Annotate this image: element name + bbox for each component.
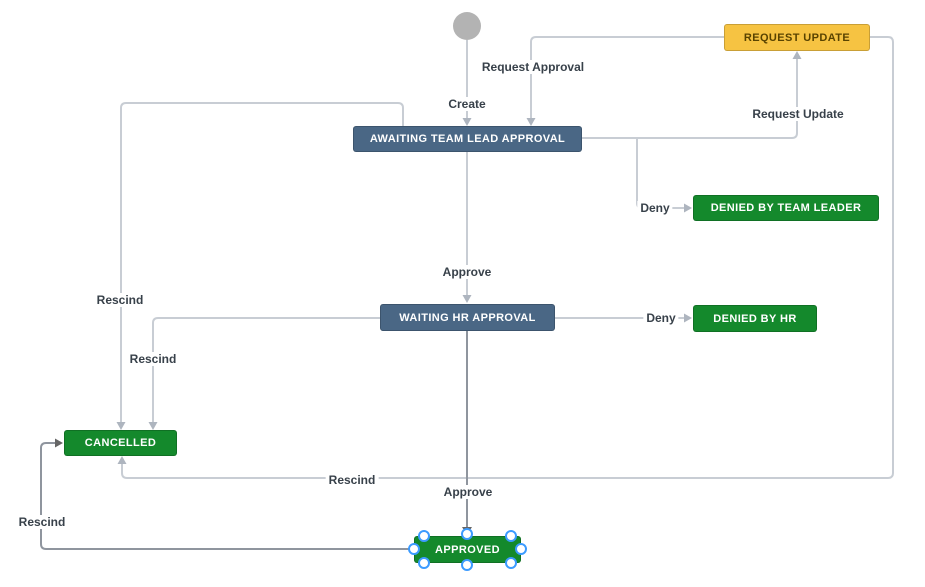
node-waiting-hr-approval[interactable]: WAITING HR APPROVAL: [380, 304, 555, 331]
selection-handle-top-left[interactable]: [418, 530, 430, 542]
node-denied-by-hr[interactable]: DENIED BY HR: [693, 305, 817, 332]
transition-label-rescind-from-hr[interactable]: Rescind: [126, 352, 180, 366]
selection-handle-bottom-mid[interactable]: [461, 559, 473, 571]
transition-label-approve-to-hr[interactable]: Approve: [439, 265, 495, 279]
transition-label-request-update[interactable]: Request Update: [749, 107, 847, 121]
edge-rescind-from-approved: [40, 442, 414, 550]
edge-deny-team-lead: [636, 138, 684, 209]
selection-handle-bottom-right[interactable]: [505, 557, 517, 569]
node-awaiting-team-lead-approval[interactable]: AWAITING TEAM LEAD APPROVAL: [353, 126, 582, 152]
edge-request-approval: [530, 36, 726, 119]
transition-label-create[interactable]: Create: [445, 97, 489, 111]
arrowhead-rescind-awaiting: [116, 422, 126, 430]
edge-rescind-from-hr: [152, 317, 380, 423]
arrowhead-create: [462, 118, 472, 126]
arrowhead-approve-to-hr: [462, 295, 472, 303]
transition-label-rescind-from-req-update[interactable]: Rescind: [325, 473, 379, 487]
transition-label-deny-team-lead[interactable]: Deny: [637, 201, 673, 215]
edge-rescind-from-awaiting: [120, 102, 404, 423]
node-cancelled[interactable]: CANCELLED: [64, 430, 177, 456]
node-approved[interactable]: APPROVED: [414, 536, 521, 563]
selection-handle-right-mid[interactable]: [515, 543, 527, 555]
arrowhead-rescind-hr: [148, 422, 158, 430]
node-denied-by-team-leader[interactable]: DENIED BY TEAM LEADER: [693, 195, 879, 221]
arrowhead-rescind-approved: [55, 438, 63, 448]
transition-label-approve-final[interactable]: Approve: [440, 485, 496, 499]
start-node[interactable]: [453, 12, 481, 40]
transition-label-rescind-from-approved[interactable]: Rescind: [15, 515, 69, 529]
selection-handle-top-mid[interactable]: [461, 528, 473, 540]
selection-handle-left-mid[interactable]: [408, 543, 420, 555]
edge-rescind-from-req-update: [121, 36, 894, 479]
transition-label-deny-hr[interactable]: Deny: [643, 311, 679, 325]
transition-label-request-approval[interactable]: Request Approval: [478, 60, 588, 74]
transition-label-rescind-from-awaiting[interactable]: Rescind: [93, 293, 147, 307]
selection-handle-bottom-left[interactable]: [418, 557, 430, 569]
arrowhead-rescind-req-update: [117, 456, 127, 464]
arrowhead-request-approval: [526, 118, 536, 126]
arrowhead-deny-team-lead: [684, 203, 692, 213]
arrowhead-request-update: [792, 51, 802, 59]
selection-handle-top-right[interactable]: [505, 530, 517, 542]
arrowhead-deny-hr: [684, 313, 692, 323]
node-request-update[interactable]: REQUEST UPDATE: [724, 24, 870, 51]
edge-request-update: [582, 57, 798, 139]
